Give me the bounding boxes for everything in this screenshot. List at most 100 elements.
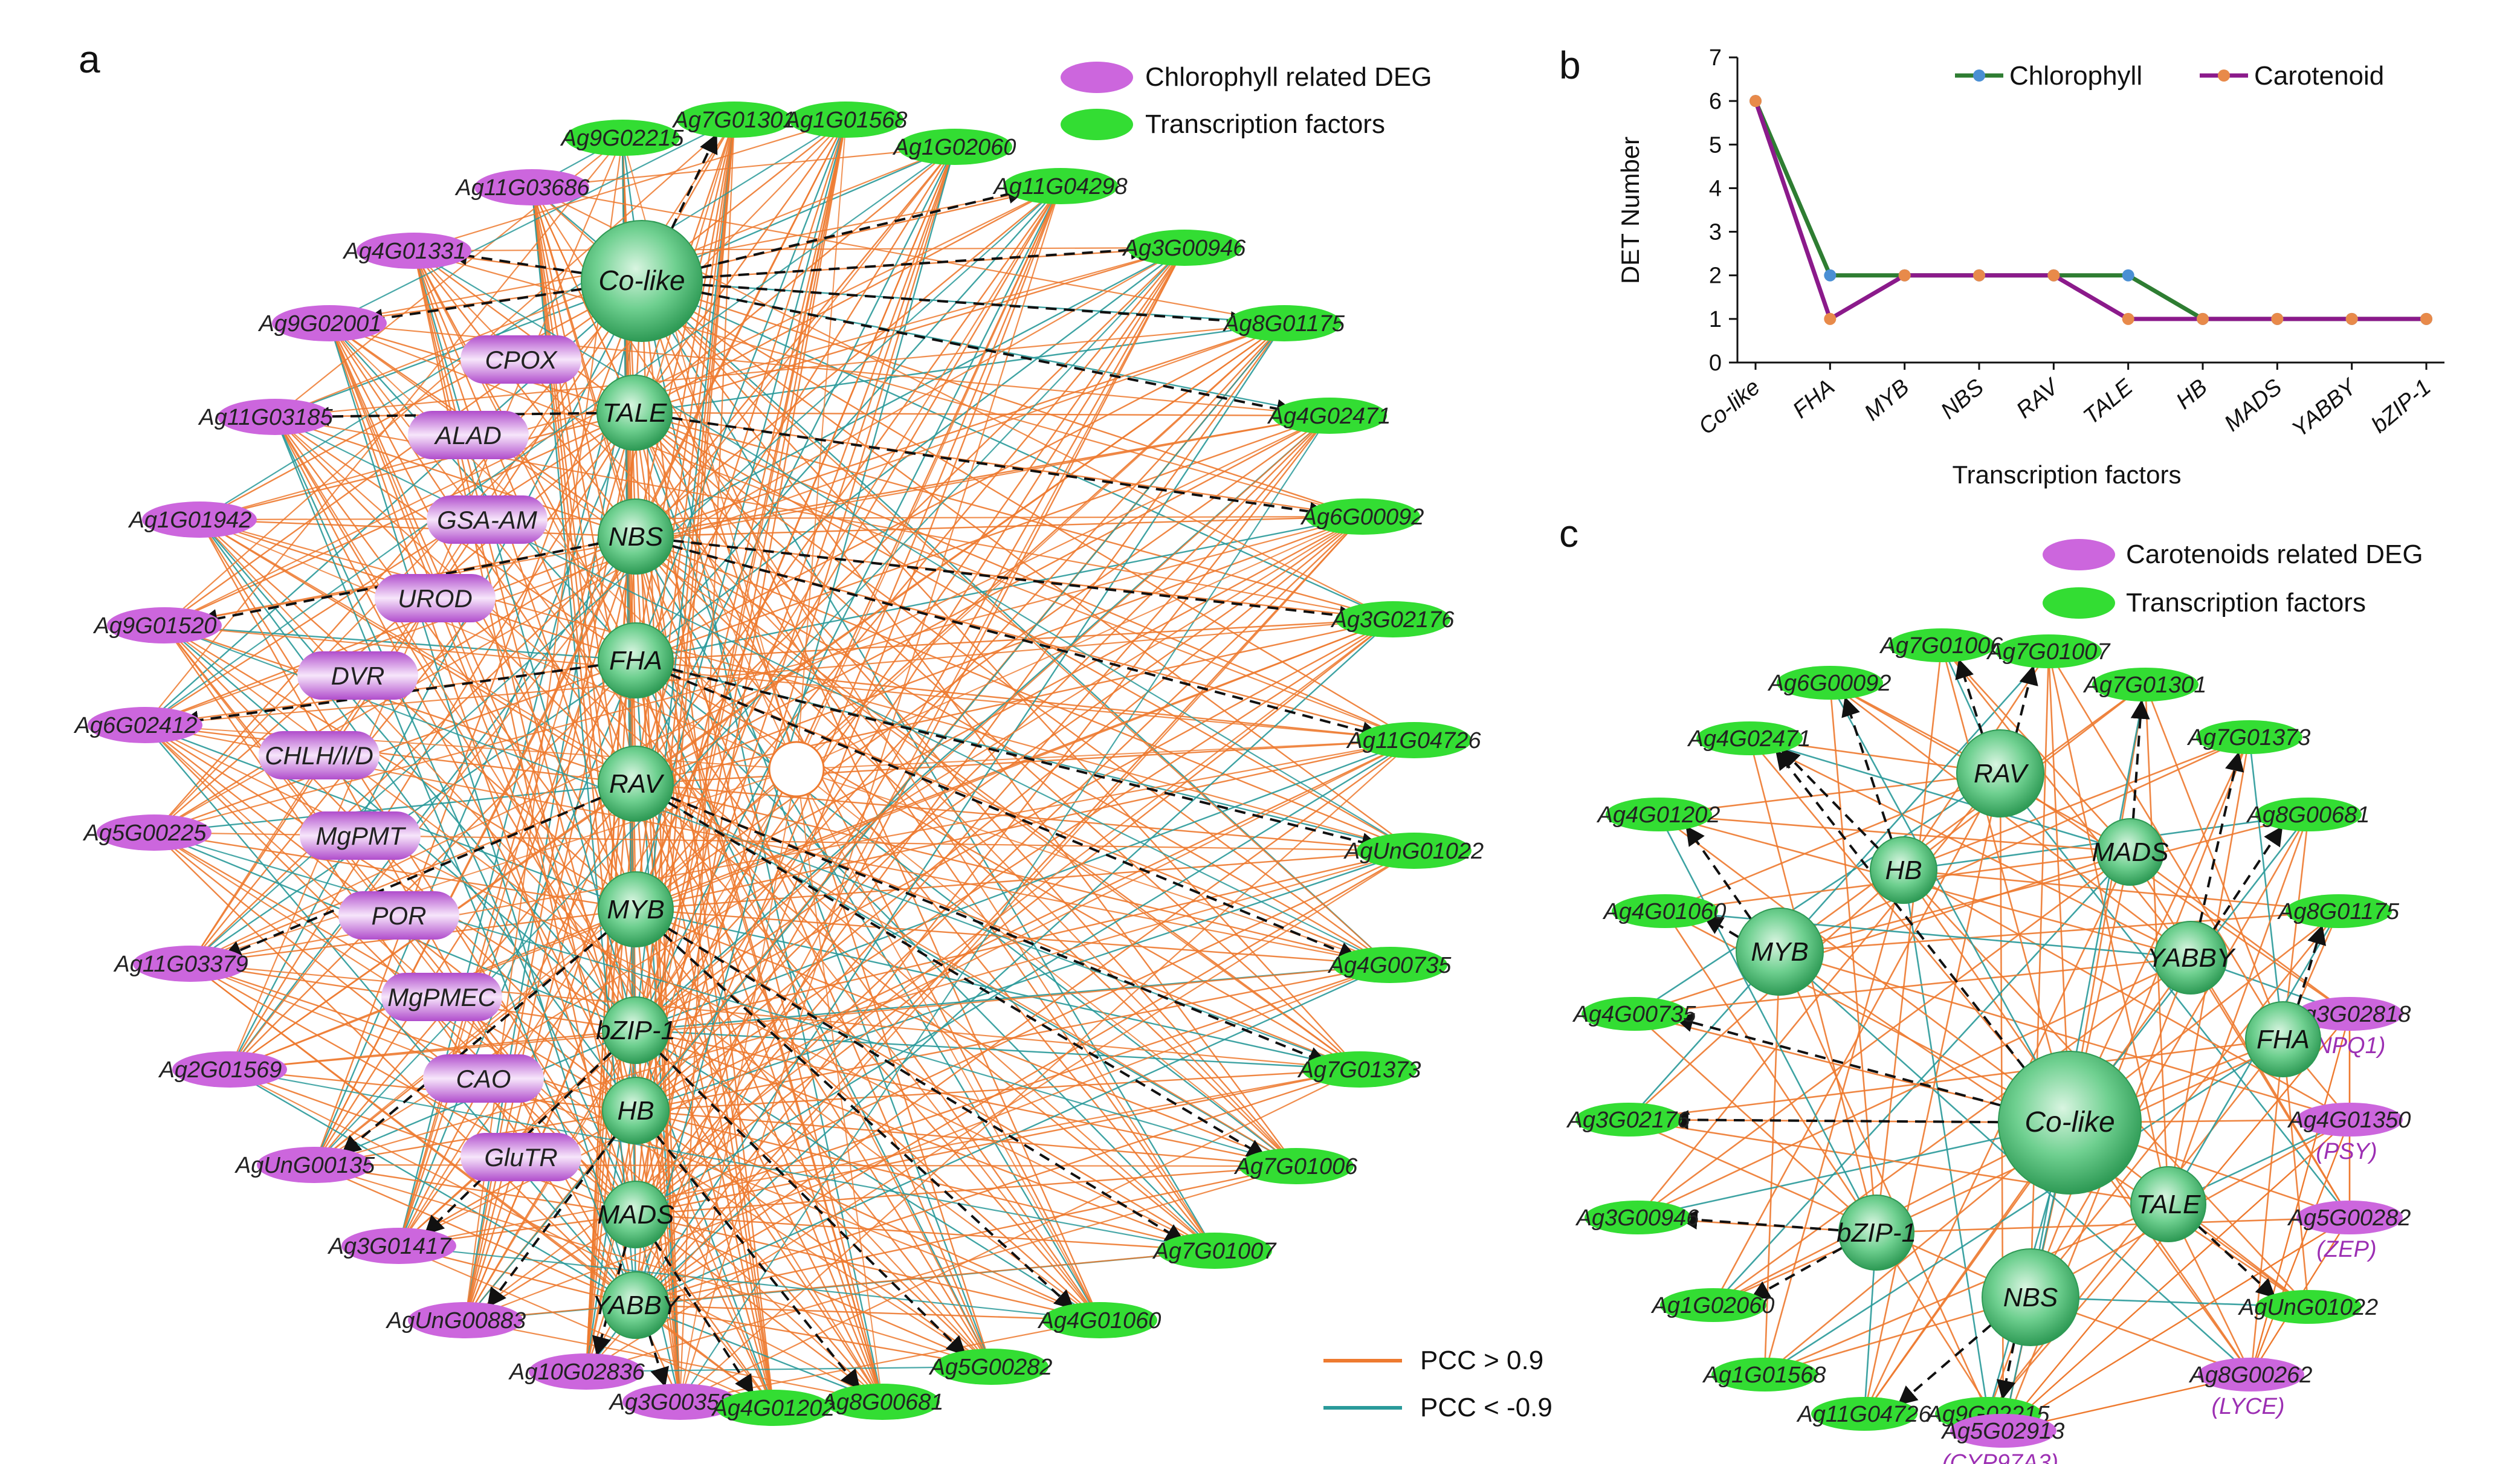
tf-node-ag4g01060 — [1042, 1302, 1157, 1338]
pcc-edge — [274, 322, 1285, 418]
deg-node-ag5g00225 — [97, 814, 212, 851]
regulation-arrow — [1685, 825, 1753, 920]
hub-node-rav — [598, 746, 674, 822]
regulation-arrow — [671, 544, 1381, 741]
deg-label-ag4g01350: Ag4G01350 — [2287, 1108, 2411, 1133]
tf-node-ag1g01568 — [789, 102, 903, 138]
tf-node-ag1g02060 — [897, 129, 1012, 165]
pcc-edge — [634, 119, 847, 413]
panel-b-letter: b — [1559, 44, 1581, 87]
pcc-edge — [634, 322, 1285, 414]
hub-node-fha — [598, 622, 674, 698]
y-tick-label: 0 — [1709, 350, 1722, 376]
pcc-edge — [1637, 851, 2131, 1219]
tf-label-ag6g00092: Ag6G00092 — [1300, 505, 1424, 530]
pcc-edge — [641, 280, 1360, 1070]
deg-node-agung00883 — [408, 1302, 523, 1338]
pcc-edge — [586, 850, 1415, 1372]
hub-label-mads: MADS — [2092, 837, 2168, 867]
pcc-edge — [635, 119, 735, 1111]
pcc-edge — [314, 1164, 992, 1368]
tf-label-ag8g00681: Ag8G00681 — [2246, 802, 2370, 828]
pcc-edge — [199, 119, 847, 520]
pcc-edge — [1764, 1203, 2169, 1376]
tf-node-ag7g01006 — [1888, 628, 1995, 662]
deg-node-ag1g01942 — [142, 501, 257, 538]
pcc-edge — [1829, 682, 2071, 1123]
pcc-edge — [635, 516, 1363, 1215]
hub-node-nbs — [598, 498, 674, 575]
pcc-edge — [635, 415, 1330, 1306]
tf-node-ag11g04726 — [1811, 1397, 1917, 1431]
regulation-arrow — [179, 664, 599, 730]
tf-label-ag1g01568: Ag1G01568 — [784, 108, 908, 133]
x-tick-label-fha: FHA — [1788, 375, 1840, 424]
hub-node-hb — [1870, 836, 1937, 904]
pcc-edge — [635, 119, 735, 537]
deg-gene-name-lyce: (LYCE) — [2211, 1394, 2284, 1419]
pcc-edge — [796, 323, 1285, 770]
pcc-edge — [229, 1068, 636, 1306]
x-tick-label-yabby: YABBY — [2287, 373, 2363, 442]
hub-label-myb: MYB — [1751, 937, 1808, 967]
deg-node-ag4g01350 — [2296, 1103, 2403, 1137]
hub-node-myb — [1736, 908, 1824, 996]
pcc-edge — [274, 416, 636, 910]
pcc-edge — [585, 1110, 637, 1372]
tf-node-ag8g01175 — [2286, 894, 2392, 928]
tf-node-ag7g01373 — [1302, 1051, 1417, 1088]
legend-c-tf-label: Transcription factors — [2126, 588, 2366, 618]
pcc-edge — [635, 146, 956, 784]
pcc-edge — [634, 185, 1061, 414]
tf-node-ag4g02471 — [1272, 398, 1387, 434]
regulation-arrow — [702, 283, 1250, 331]
hub-label-yabby: YABBY — [2147, 943, 2236, 973]
gene-node-mgpmec — [381, 973, 502, 1021]
deg-label-ag5g00282: Ag5G00282 — [2287, 1205, 2411, 1231]
legend-deg-swatch — [1061, 62, 1133, 93]
tf-label-ag7g01007: Ag7G01007 — [1986, 639, 2111, 665]
pcc-edge — [1763, 869, 1905, 1375]
pcc-edge — [465, 964, 1391, 1321]
pcc-edge — [144, 618, 1394, 726]
pcc-edge — [635, 247, 1186, 1215]
pcc-edge — [164, 625, 636, 1306]
pcc-edge — [679, 119, 735, 1402]
pcc-edge — [635, 247, 1185, 910]
tf-label-ag8g01175: Ag8G01175 — [2277, 899, 2400, 924]
x-tick-label-tale: TALE — [2079, 374, 2138, 430]
pcc-edge — [641, 280, 1216, 1251]
tf-node-ag3g00946 — [1585, 1201, 1691, 1234]
tf-node-ag8g00681 — [2255, 798, 2362, 831]
hub-node-nbs — [1982, 1248, 2079, 1346]
pcc-edge — [635, 247, 1185, 538]
pcc-edge — [413, 250, 1363, 518]
tf-node-ag4g00735 — [1581, 997, 1688, 1031]
pcc-edge — [164, 624, 1415, 741]
pcc-edge — [1987, 1039, 2284, 1414]
pcc-edge — [635, 739, 1415, 1112]
hub-label-fha: FHA — [2257, 1025, 2310, 1054]
pcc-edge — [1779, 950, 2350, 1121]
tf-label-ag3g00946: Ag3G00946 — [1575, 1205, 1700, 1231]
x-tick-label-bzip-1: bZIP-1 — [2367, 375, 2435, 438]
pcc-edge — [635, 1029, 1215, 1252]
gene-node-dvr — [297, 651, 418, 700]
regulation-arrow — [670, 796, 1328, 1066]
deg-node-ag9g01520 — [107, 607, 222, 643]
gene-label-cpox: CPOX — [485, 346, 558, 374]
pcc-edge — [398, 1245, 774, 1409]
pcc-edge — [635, 1029, 1297, 1167]
pcc-edge — [635, 850, 1415, 1306]
hub-node-bzip-1 — [1838, 1195, 1914, 1271]
pcc-edge — [1940, 645, 2192, 958]
pcc-edge — [635, 909, 1100, 1321]
pcc-edge — [635, 185, 1061, 661]
pcc-edge — [164, 625, 636, 1111]
pcc-edge — [1713, 956, 2191, 1306]
tf-node-ag8g01175 — [1227, 305, 1342, 341]
panel-a-edge-legend: PCC > 0.9 PCC < -0.9 — [1323, 1346, 1552, 1422]
tf-node-ag11g04726 — [1357, 722, 1472, 758]
